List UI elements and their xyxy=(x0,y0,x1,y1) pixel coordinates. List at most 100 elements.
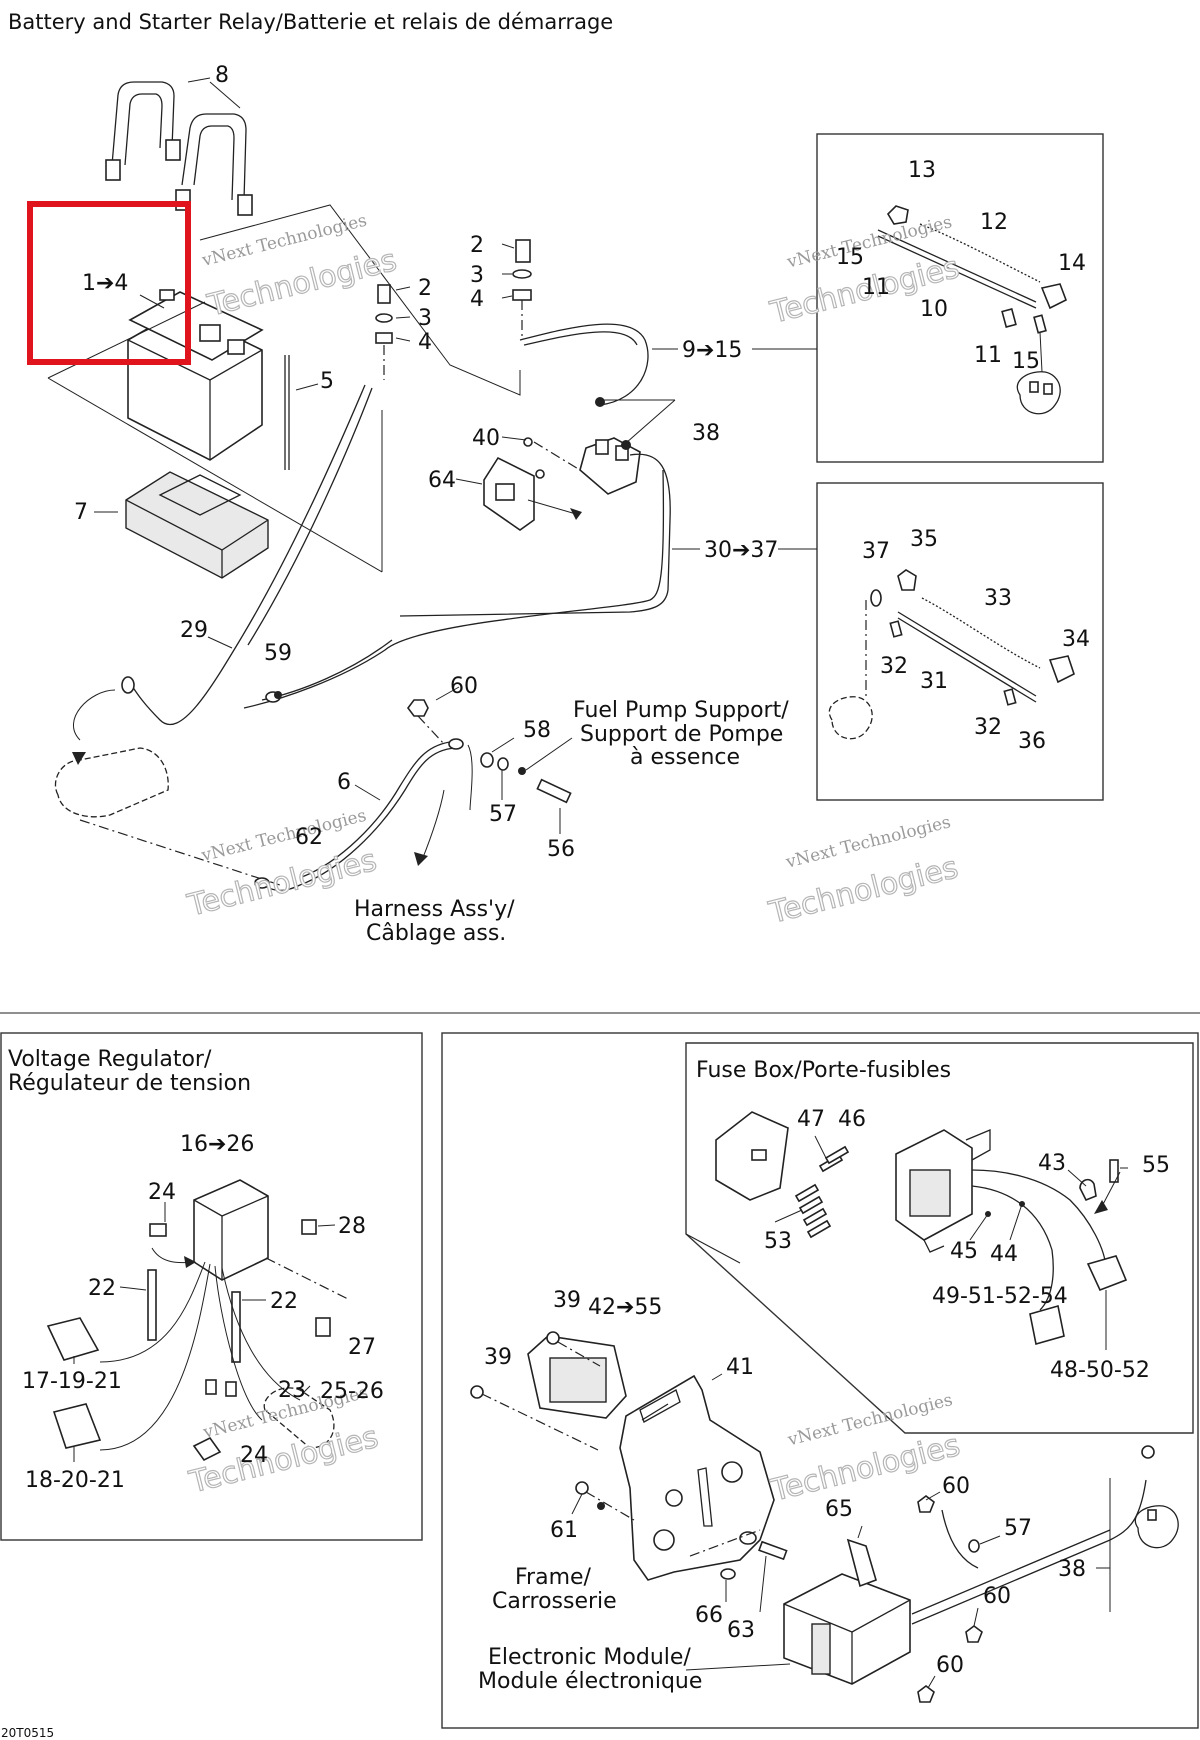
harness-caption-line1: Harness Ass'y/ xyxy=(354,897,515,922)
part-label: 64 xyxy=(428,468,456,493)
part-label: 62 xyxy=(295,825,323,850)
part-label: 15 xyxy=(836,245,864,270)
part-label: 10 xyxy=(920,297,948,322)
part-label: 40 xyxy=(472,426,500,451)
voltage-regulator-parts xyxy=(46,1179,351,1462)
part-label: 36 xyxy=(1018,729,1046,754)
part-label: 22 xyxy=(270,1289,298,1314)
part-label: 56 xyxy=(547,837,575,862)
part-label: 5 xyxy=(320,369,334,394)
leader-lines xyxy=(73,77,1128,1689)
part-label: 65 xyxy=(825,1497,853,1522)
fuel-pump-caption-line3: à essence xyxy=(630,745,740,770)
part-label: 57 xyxy=(489,802,517,827)
part-label: 44 xyxy=(990,1242,1018,1267)
part-label: 58 xyxy=(523,718,551,743)
part-label: 11 xyxy=(862,275,890,300)
part-label: 38 xyxy=(692,421,720,446)
part-label: 1➔4 xyxy=(82,271,128,296)
part-label: 48-50-52 xyxy=(1050,1358,1150,1383)
part-label: 28 xyxy=(338,1214,366,1239)
part-labels: 1➔4 8 2 3 4 5 7 29 59 2 3 4 9➔15 40 64 3… xyxy=(22,63,1170,1678)
part-label: 31 xyxy=(920,669,948,694)
part-label: 8 xyxy=(215,63,229,88)
part-label: 2 xyxy=(418,276,432,301)
part-label: 66 xyxy=(695,1603,723,1628)
part-label: 27 xyxy=(348,1335,376,1360)
part-label: 15 xyxy=(1012,349,1040,374)
part-label: 13 xyxy=(908,158,936,183)
part-label: 4 xyxy=(418,330,432,355)
module-caption-line1: Electronic Module/ xyxy=(488,1645,691,1670)
battery-group xyxy=(47,81,521,579)
module-box xyxy=(441,1032,1199,1729)
fuse-box-inset xyxy=(685,1042,1194,1434)
detail-9-15-parts xyxy=(877,205,1068,415)
part-label: 53 xyxy=(764,1229,792,1254)
part-label: 34 xyxy=(1062,627,1090,652)
detail-box-9-15 xyxy=(816,133,1104,463)
part-label: 12 xyxy=(980,210,1008,235)
part-label: 61 xyxy=(550,1518,578,1543)
fuel-pump-harness-group xyxy=(254,699,573,892)
figure-code: 20T0515 xyxy=(1,1726,54,1740)
starter-relay-group xyxy=(399,239,676,617)
voltage-regulator-box xyxy=(0,1032,423,1541)
part-label: 14 xyxy=(1058,251,1086,276)
part-label: 42➔55 xyxy=(588,1295,662,1320)
part-label: 30➔37 xyxy=(704,538,778,563)
fuse-box-parts xyxy=(715,1111,1128,1346)
part-label: 45 xyxy=(950,1239,978,1264)
part-label: 39 xyxy=(553,1288,581,1313)
voltage-regulator-title-line1: Voltage Regulator/ xyxy=(8,1047,212,1072)
part-label: 29 xyxy=(180,618,208,643)
part-label: 32 xyxy=(880,654,908,679)
part-label: 3 xyxy=(470,263,484,288)
part-label: 46 xyxy=(838,1107,866,1132)
part-label: 55 xyxy=(1142,1153,1170,1178)
part-label: 47 xyxy=(797,1107,825,1132)
captions: Fuel Pump Support/ Support de Pompe à es… xyxy=(1,698,951,1740)
part-label: 60 xyxy=(942,1474,970,1499)
part-label: 2 xyxy=(470,233,484,258)
part-label: 24 xyxy=(148,1180,176,1205)
part-label: 33 xyxy=(984,586,1012,611)
part-label: 59 xyxy=(264,641,292,666)
part-label: 49-51-52-54 xyxy=(932,1284,1068,1309)
part-label: 3 xyxy=(418,306,432,331)
part-label: 38 xyxy=(1058,1557,1086,1582)
highlight-box xyxy=(27,201,191,365)
detail-30-37-parts xyxy=(828,569,1075,740)
part-label: 32 xyxy=(974,715,1002,740)
voltage-regulator-title-line2: Régulateur de tension xyxy=(8,1071,251,1096)
part-label: 6 xyxy=(337,770,351,795)
part-label: 18-20-21 xyxy=(25,1468,125,1493)
part-label: 39 xyxy=(484,1345,512,1370)
part-label: 11 xyxy=(974,343,1002,368)
part-label: 60 xyxy=(983,1584,1011,1609)
part-label: 63 xyxy=(727,1618,755,1643)
battery-cable-group xyxy=(54,284,665,886)
part-label: 60 xyxy=(936,1653,964,1678)
part-label: 41 xyxy=(726,1355,754,1380)
part-label: 24 xyxy=(240,1443,268,1468)
part-label: 37 xyxy=(862,539,890,564)
fuel-pump-caption-line1: Fuel Pump Support/ xyxy=(573,698,789,723)
part-label: 7 xyxy=(74,500,88,525)
frame-caption-line1: Frame/ xyxy=(515,1565,592,1590)
part-label: 17-19-21 xyxy=(22,1369,122,1394)
frame-caption-line2: Carrosserie xyxy=(492,1589,617,1614)
part-label: 23 xyxy=(278,1378,306,1403)
part-label: 60 xyxy=(450,674,478,699)
part-label: 25-26 xyxy=(320,1379,384,1404)
part-label: 16➔26 xyxy=(180,1132,254,1157)
fuse-box-title: Fuse Box/Porte-fusibles xyxy=(696,1058,951,1083)
module-parts xyxy=(470,1331,1179,1703)
detail-box-30-37 xyxy=(816,482,1104,801)
fuel-pump-caption-line2: Support de Pompe xyxy=(580,722,783,747)
part-label: 4 xyxy=(470,287,484,312)
part-label: 9➔15 xyxy=(682,338,742,363)
module-caption-line2: Module électronique xyxy=(478,1669,702,1694)
